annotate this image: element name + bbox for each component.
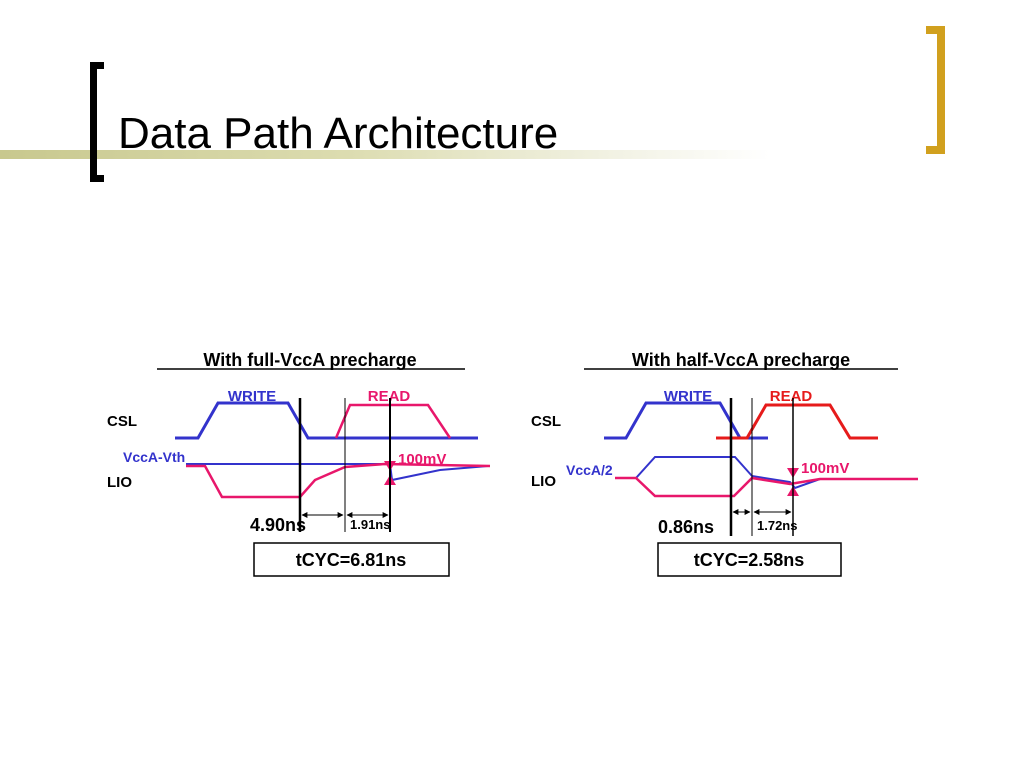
half-read-label: READ — [770, 388, 813, 405]
half-write-label: WRITE — [664, 388, 712, 405]
full-diagram-heading: With full-VccA precharge — [203, 350, 416, 370]
full-time-2: 1.91ns — [350, 517, 390, 532]
half-csl-write-waveform — [604, 401, 768, 440]
right-bracket — [926, 26, 945, 154]
full-precharge-diagram: With full-VccA precharge CSL LIO WRITE R… — [107, 350, 491, 577]
half-csl-label: CSL — [531, 413, 561, 430]
full-csl-label: CSL — [107, 413, 137, 430]
half-cycle-label: tCYC=2.58ns — [694, 550, 805, 570]
full-read-label: READ — [368, 388, 411, 405]
half-time-2: 1.72ns — [757, 518, 797, 533]
half-swing-label: 100mV — [801, 460, 849, 477]
full-time-1: 4.90ns — [250, 515, 306, 535]
full-lio-pink-waveform — [186, 462, 491, 499]
title-accent-bar — [0, 150, 770, 159]
slide-title: Data Path Architecture — [118, 109, 559, 158]
half-lio-blue-waveform — [615, 456, 821, 490]
half-level-label: VccA/2 — [566, 462, 613, 478]
half-precharge-diagram: With half-VccA precharge CSL LIO WRITE R… — [531, 350, 918, 577]
full-cycle-box — [253, 542, 450, 577]
full-csl-read-waveform — [334, 403, 452, 439]
full-cycle-label: tCYC=6.81ns — [296, 550, 407, 570]
half-lio-pink-waveform — [615, 476, 918, 498]
full-level-label: VccA-Vth — [123, 449, 185, 465]
half-cycle-box — [657, 542, 842, 577]
half-lio-label: LIO — [531, 473, 556, 490]
full-write-label: WRITE — [228, 388, 276, 405]
half-csl-read-waveform — [716, 403, 878, 440]
full-lio-label: LIO — [107, 474, 132, 491]
half-time-1: 0.86ns — [658, 517, 714, 537]
half-diagram-heading: With half-VccA precharge — [632, 350, 850, 370]
full-csl-write-waveform — [175, 401, 478, 440]
full-swing-label: 100mV — [398, 451, 446, 468]
left-bracket — [90, 62, 104, 182]
